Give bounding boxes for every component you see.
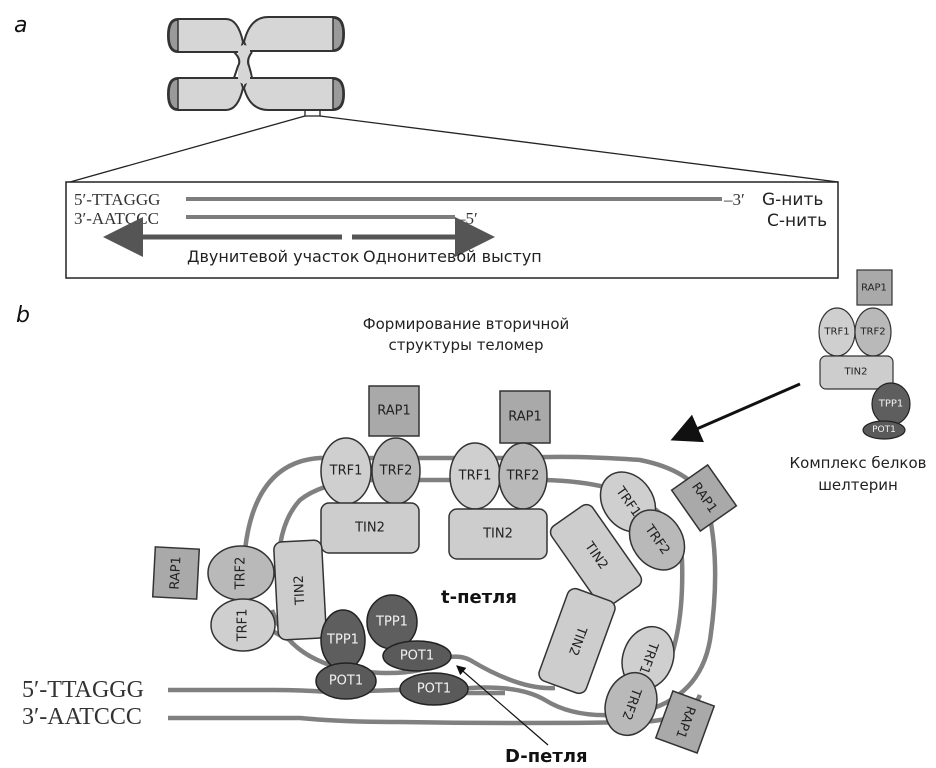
- telomere-cap: [168, 78, 179, 110]
- telomere-cap: [168, 19, 179, 52]
- title-line-1: Формирование вторичной: [363, 315, 570, 333]
- shelterin-right-lower: TIN2 TRF1 TRF2 RAP1: [538, 587, 716, 754]
- pot1-label: POT1: [872, 425, 896, 435]
- pot1-ellipse: [399, 672, 469, 706]
- arm-upper-right: [242, 16, 346, 52]
- shelterin-top-1: RAP1 TRF1 TRF2 TIN2: [320, 385, 421, 554]
- strand-5-label: 5′-TTAGGG: [22, 677, 144, 703]
- centromere: [238, 45, 250, 84]
- trf2-ellipse: [628, 509, 686, 571]
- shelterin-left: RAP1 TRF2 TRF1 TIN2: [151, 539, 327, 652]
- rap1-box: [654, 690, 716, 754]
- tin2-box: [273, 539, 327, 641]
- chromosome: [166, 16, 346, 111]
- tin2-label: TIN2: [844, 367, 868, 378]
- trf2-label: TRF2: [859, 327, 885, 338]
- tin2-label: TIN2: [482, 527, 513, 542]
- tin2-label: TIN2: [354, 521, 385, 536]
- arm-upper-left: [166, 18, 245, 53]
- g-strand-label: G-нить: [762, 190, 823, 210]
- trf2-ellipse: [604, 671, 658, 737]
- shelterin-top-2: RAP1 TRF1 TRF2 TIN2: [448, 390, 551, 560]
- d-loop-arrow: [456, 665, 549, 746]
- trf2-label: TRF2: [234, 557, 249, 591]
- telomere-cap: [332, 78, 344, 110]
- trf1-label: TRF1: [329, 464, 363, 479]
- tpp1-label: TPP1: [326, 633, 359, 648]
- panel-label-b: b: [16, 303, 30, 328]
- rap1-box: [670, 463, 738, 533]
- tin2-box: [448, 508, 548, 560]
- overhang-label: Однонитевой выступ: [363, 247, 542, 266]
- tpp1-label: TPP1: [375, 615, 408, 630]
- tpp1-pot1-cluster: TPP1 TPP1 POT1 POT1 POT1: [315, 594, 469, 706]
- panel-label-a: a: [14, 13, 27, 38]
- tin2-box: [819, 355, 894, 390]
- c-strand-3-end: 3′-AATCCC: [74, 209, 159, 228]
- tpp1-label: TPP1: [878, 399, 904, 410]
- double-strand-label: Двунитевой участок: [187, 247, 360, 266]
- telomere-cap: [332, 17, 344, 51]
- d-loop-label: D-петля: [505, 746, 588, 767]
- strand-3-label: 3′-AATCCC: [22, 704, 142, 730]
- pot1-label: POT1: [400, 649, 434, 664]
- rap1-label: RAP1: [168, 556, 185, 590]
- trf1-label: TRF1: [458, 469, 492, 484]
- trf2-label: TRF2: [506, 469, 540, 484]
- zoom-lines: [69, 111, 839, 183]
- rap1-box: [856, 269, 893, 306]
- tin2-box: [549, 503, 643, 609]
- trf1-ellipse: [210, 598, 276, 652]
- trf2-label: TRF2: [379, 464, 413, 479]
- pot1-ellipse: [862, 420, 906, 440]
- shelterin-free-complex: RAP1 TRF1 TRF2 TIN2 TPP1 POT1: [818, 269, 911, 440]
- arm-lower-right: [242, 77, 346, 111]
- pot1-label: POT1: [417, 682, 451, 697]
- rap1-box: [368, 385, 420, 437]
- rap1-label: RAP1: [861, 283, 887, 294]
- tin2-box: [538, 587, 616, 695]
- pot1-label: POT1: [329, 674, 363, 689]
- rap1-label: RAP1: [377, 404, 411, 419]
- rap1-box: [151, 546, 201, 600]
- trf1-label: TRF1: [236, 609, 251, 643]
- pot1-ellipse: [382, 640, 452, 672]
- rap1-label: RAP1: [508, 410, 542, 425]
- title-line-2: структуры теломер: [389, 336, 544, 354]
- pot1-ellipse: [315, 662, 377, 700]
- complex-label-line-1: Комплекс белков: [790, 454, 927, 472]
- c-strand-5-end: –5′: [456, 209, 478, 228]
- g-strand-3-end: –3′: [723, 190, 745, 209]
- g-strand-5-end: 5′-TTAGGG: [74, 190, 160, 209]
- t-loop-label: t-петля: [441, 587, 517, 608]
- tin2-label: TIN2: [292, 575, 309, 607]
- arm-lower-left: [166, 77, 245, 111]
- tin2-box: [320, 502, 420, 554]
- c-strand-label: C-нить: [767, 211, 827, 231]
- trf1-label: TRF1: [823, 327, 849, 338]
- binding-arrow: [670, 382, 801, 443]
- complex-label-line-2: шелтерин: [818, 476, 898, 494]
- shelterin-right-upper: RAP1 TRF1 TRF2 TIN2: [549, 463, 738, 609]
